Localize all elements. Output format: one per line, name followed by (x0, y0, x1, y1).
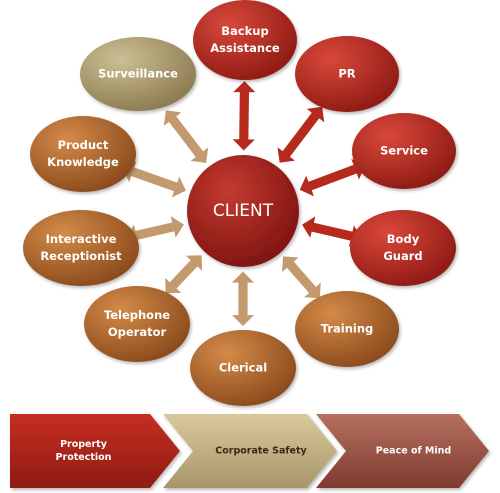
node-ellipse-surveillance (80, 37, 196, 111)
node-ellipse-telephone (84, 286, 190, 362)
node-label-telephone: Operator (108, 325, 167, 339)
node-label-receptionist: Receptionist (40, 249, 122, 263)
node-label-bodyguard: Guard (383, 249, 422, 263)
node-pr: PR (295, 36, 399, 112)
client-node: CLIENT (187, 155, 299, 267)
node-ellipse-backup (193, 0, 297, 80)
node-ellipse-clerical (190, 330, 296, 406)
node-label-surveillance: Surveillance (98, 67, 178, 81)
node-label-clerical: Clerical (219, 361, 267, 375)
double-arrow-surveillance (162, 109, 210, 164)
client-label: CLIENT (213, 201, 274, 221)
node-label-bodyguard: Body (387, 232, 420, 246)
node-ellipse-service (352, 113, 456, 189)
node-label-training: Training (321, 322, 374, 336)
node-ellipse-pr (295, 36, 399, 112)
chevron-peace: Peace of Mind (316, 414, 489, 488)
chevron-shape-peace (316, 414, 489, 488)
node-clerical: Clerical (190, 330, 296, 406)
chevron-safety: Corporate Safety (163, 414, 337, 488)
node-label-pr: PR (338, 67, 355, 81)
node-ellipse-product (30, 116, 136, 192)
node-label-telephone: Telephone (104, 308, 170, 322)
node-label-product: Product (58, 138, 109, 152)
node-ellipse-training (295, 291, 399, 367)
chevron-label-property: Protection (56, 452, 112, 463)
double-arrow-backup (230, 80, 258, 152)
node-ellipse-bodyguard (350, 210, 456, 286)
double-arrow-telephone (164, 254, 203, 295)
chevron-label-peace: Peace of Mind (376, 446, 451, 457)
double-arrow-pr (276, 105, 326, 164)
arrows-layer (121, 80, 367, 328)
double-arrow-training (281, 255, 322, 300)
node-label-backup: Backup (221, 24, 268, 38)
chevron-shape-safety (163, 414, 337, 488)
node-service: Service (352, 113, 456, 189)
node-label-receptionist: Interactive (46, 232, 117, 246)
chevron-label-safety: Corporate Safety (215, 446, 307, 457)
node-label-product: Knowledge (47, 155, 119, 169)
chevron-shape-property (10, 414, 180, 488)
node-ellipse-receptionist (23, 210, 139, 286)
node-surveillance: Surveillance (80, 37, 196, 111)
node-label-service: Service (380, 144, 428, 158)
chevron-label-property: Property (60, 439, 108, 450)
node-training: Training (295, 291, 399, 367)
client-circle (187, 155, 299, 267)
node-label-backup: Assistance (210, 41, 280, 55)
double-arrow-clerical (230, 270, 256, 328)
